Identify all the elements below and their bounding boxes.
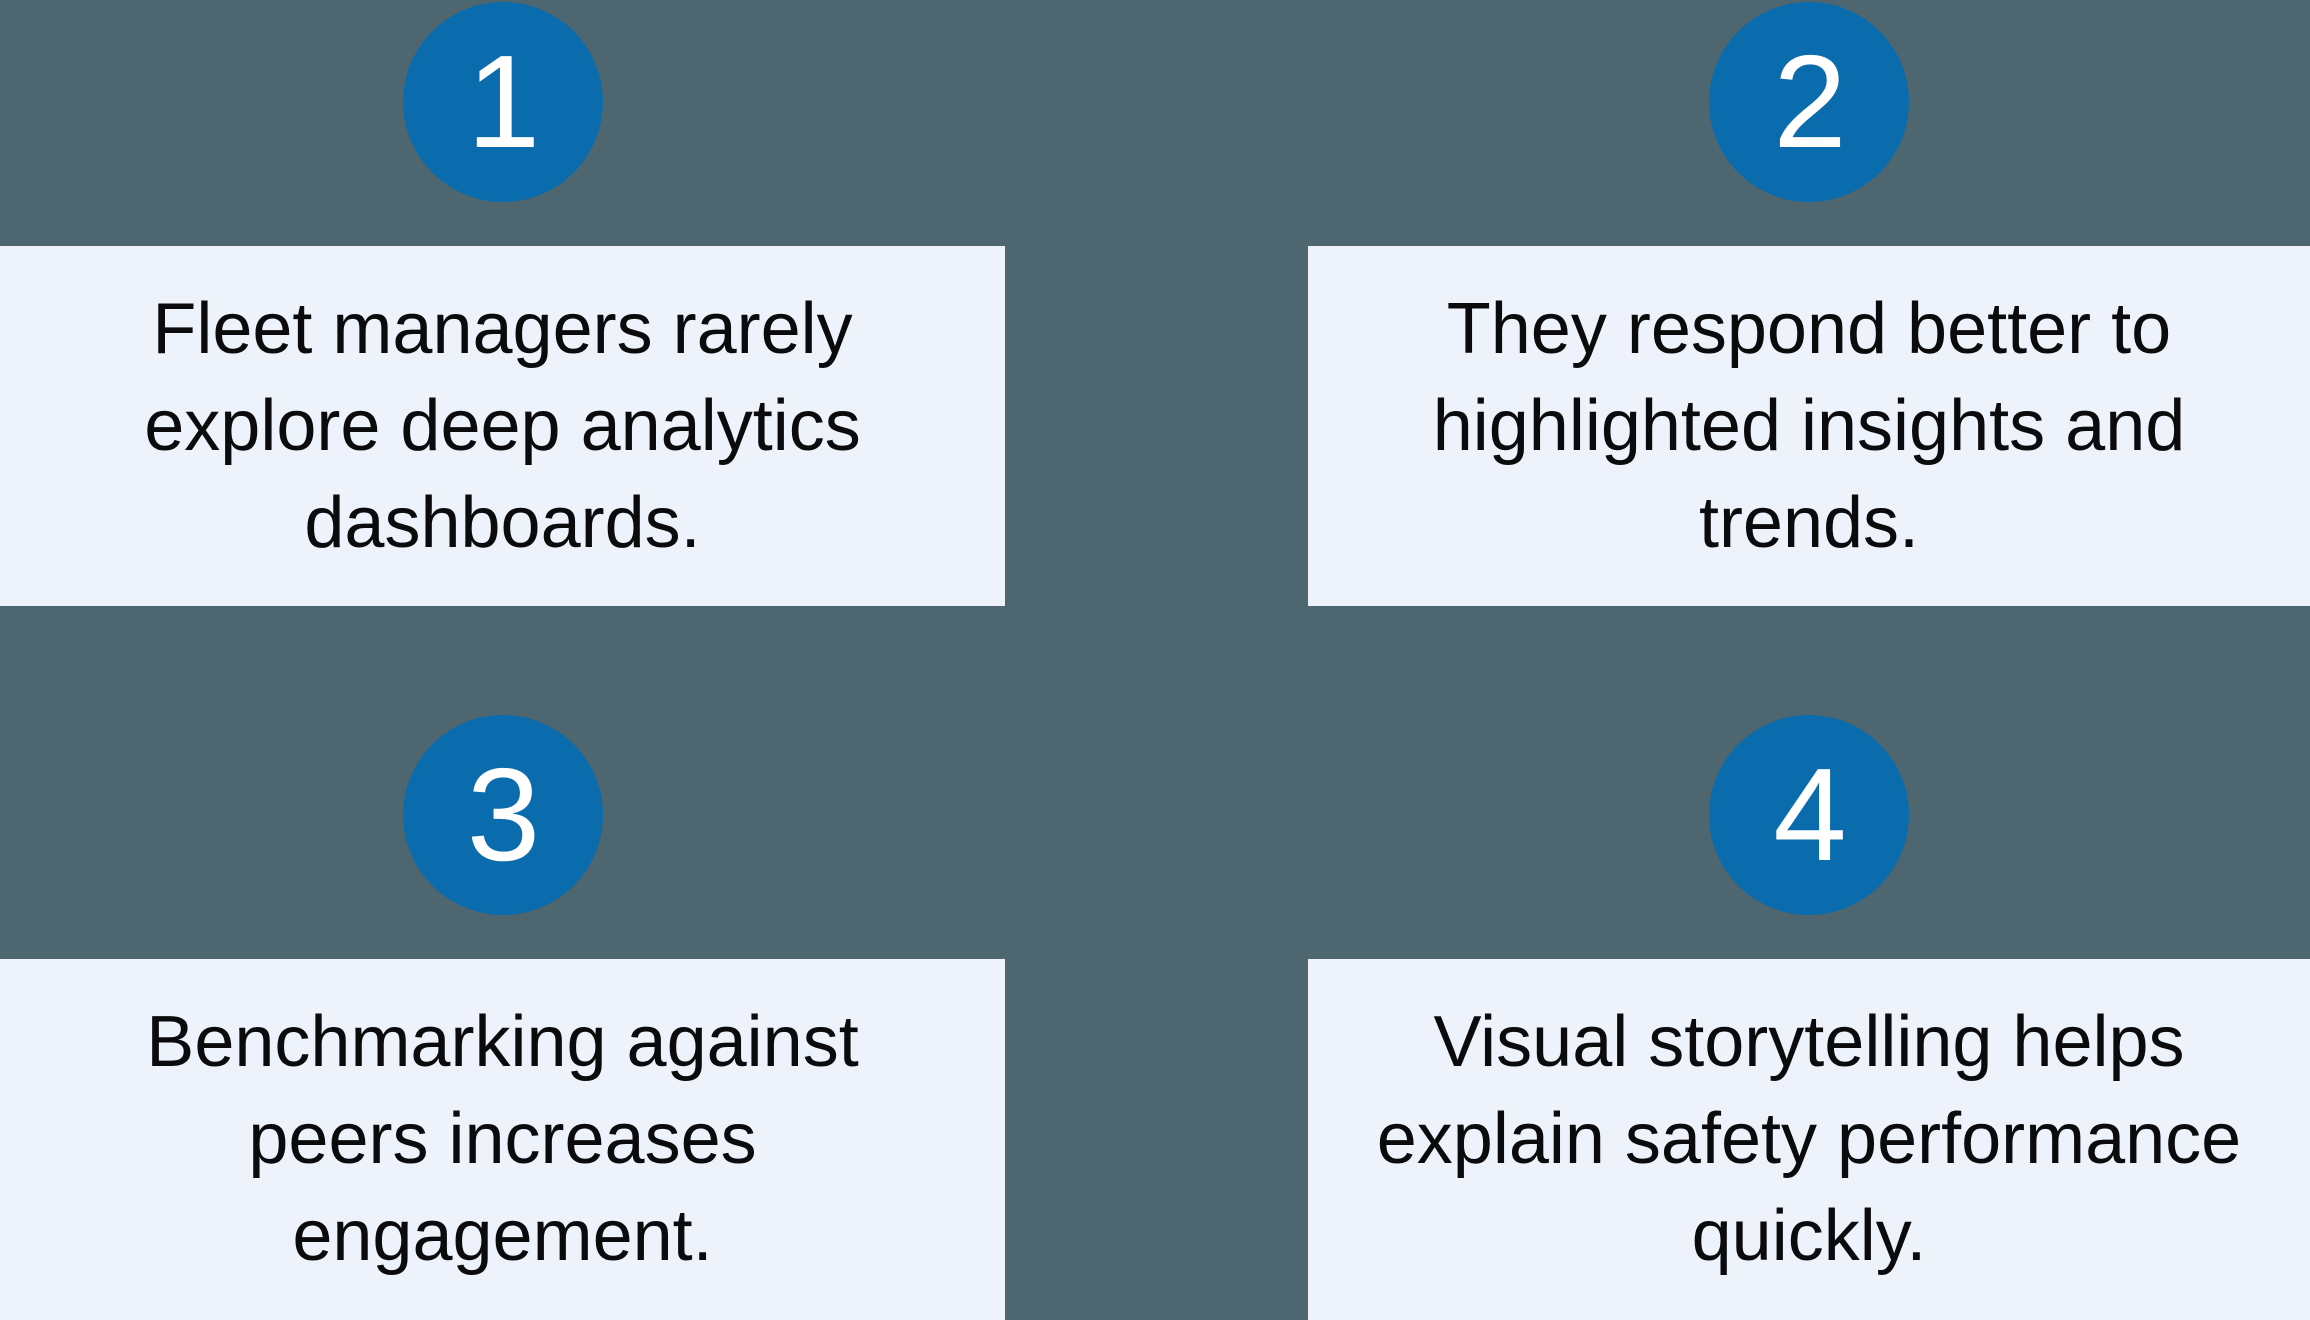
step-item-3: 3 Benchmarking against peers increases e… — [0, 713, 1005, 1320]
step-3-card: Benchmarking against peers increases eng… — [0, 959, 1005, 1320]
step-item-1: 1 Fleet managers rarely explore deep ana… — [0, 0, 1005, 606]
step-1-card: Fleet managers rarely explore deep analy… — [0, 246, 1005, 606]
step-2-number: 2 — [1773, 28, 1846, 175]
step-1-number-badge: 1 — [402, 2, 603, 202]
step-4-text-line-2: explain safety performance — [1376, 1099, 2242, 1179]
step-2-number-badge: 2 — [1709, 2, 1909, 202]
step-item-2: 2 They respond better to highlighted ins… — [1308, 0, 2310, 606]
step-3-text-line-2: peers increases — [248, 1099, 757, 1179]
step-4-number-badge: 4 — [1709, 715, 1909, 915]
step-3-text-line-3: engagement. — [292, 1196, 713, 1276]
step-3-number-badge: 3 — [402, 715, 603, 915]
step-item-4: 4 Visual storytelling helps explain safe… — [1308, 713, 2310, 1320]
step-3-text-line-1: Benchmarking against — [146, 1002, 859, 1082]
step-1-text-line-3: dashboards. — [304, 482, 701, 563]
step-4-text-line-3: quickly. — [1691, 1196, 1927, 1276]
step-4-card: Visual storytelling helps explain safety… — [1308, 959, 2310, 1320]
step-2-text-line-1: They respond better to — [1446, 288, 2172, 369]
step-1-number: 1 — [466, 28, 540, 175]
step-2-card: They respond better to highlighted insig… — [1308, 246, 2310, 606]
step-1-text-line-1: Fleet managers rarely — [152, 288, 853, 369]
step-1-text-line-2: explore deep analytics — [144, 385, 861, 466]
step-3-number: 3 — [466, 741, 540, 888]
step-4-number: 4 — [1773, 741, 1846, 888]
step-2-text-line-3: trends. — [1698, 482, 1920, 563]
step-4-text-line-1: Visual storytelling helps — [1433, 1002, 2185, 1082]
step-2-text-line-2: highlighted insights and — [1432, 385, 2186, 466]
